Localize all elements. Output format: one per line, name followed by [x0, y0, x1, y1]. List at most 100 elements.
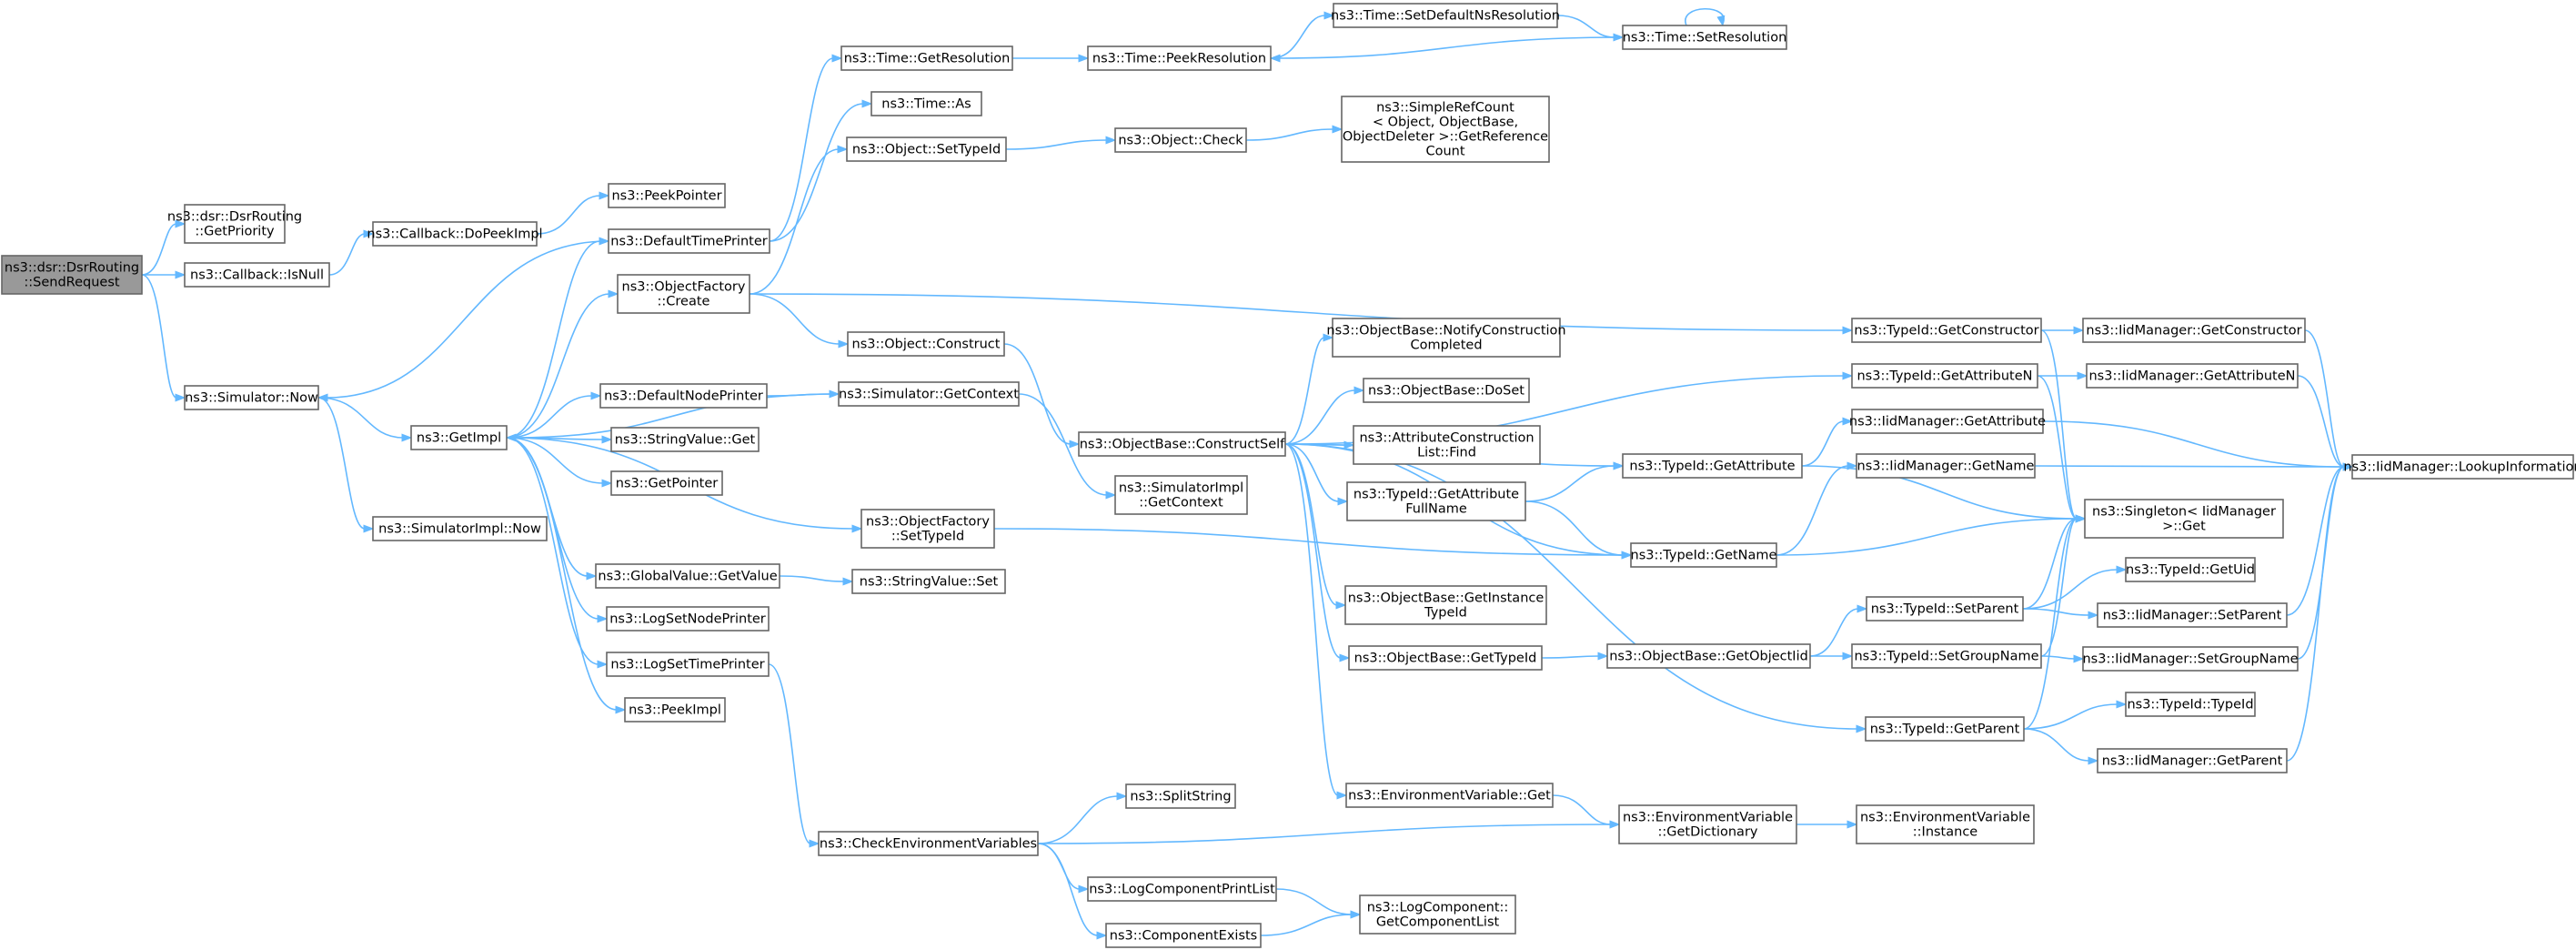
node-time-set-res[interactable]: ns3::Time::SetResolution — [1622, 25, 1787, 50]
node-check-env-vars[interactable]: ns3::CheckEnvironmentVariables — [818, 831, 1039, 856]
node-obj-fact-set-type-id[interactable]: ns3::ObjectFactory::SetTypeId — [860, 509, 995, 549]
node-log-set-time-printer[interactable]: ns3::LogSetTimePrinter — [606, 652, 770, 677]
node-iid-get-attr[interactable]: ns3::IidManager::GetAttribute — [1849, 409, 2046, 434]
node-time-get-res[interactable]: ns3::Time::GetResolution — [840, 45, 1013, 71]
node-obj-base-get-object-iid[interactable]: ns3::ObjectBase::GetObjectIid — [1606, 643, 1811, 669]
edge-line — [2042, 420, 2345, 468]
edge-typeIdGetAttr-to-iidGetAttr — [1801, 417, 1854, 467]
edge-arrowhead — [1613, 461, 1625, 470]
node-obj-base-get-type-id[interactable]: ns3::ObjectBase::GetTypeId — [1348, 645, 1543, 671]
edge-arrowhead — [1846, 820, 1858, 829]
node-peek-pointer[interactable]: ns3::PeekPointer — [608, 183, 726, 208]
node-obj-base-construct-self[interactable]: ns3::ObjectBase::ConstructSelf — [1078, 431, 1286, 457]
edge-arrowhead — [2116, 565, 2128, 574]
node-singleton-get[interactable]: ns3::Singleton< IidManager>::Get — [2084, 499, 2284, 539]
node-log-set-node-printer[interactable]: ns3::LogSetNodePrinter — [606, 606, 770, 632]
node-log-comp-print-list[interactable]: ns3::LogComponentPrintList — [1087, 876, 1277, 902]
edge-envVarGet-to-envVarGetDict — [1552, 794, 1621, 829]
edge-line — [1037, 843, 1099, 936]
edge-arrowhead — [1269, 54, 1281, 63]
node-type-id-type-id[interactable]: ns3::TypeId::TypeId — [2125, 692, 2256, 717]
node-log-comp-get-comp-list[interactable]: ns3::LogComponent::GetComponentList — [1359, 894, 1516, 935]
node-iid-set-group-name[interactable]: ns3::IidManager::SetGroupName — [2082, 646, 2299, 672]
node-box — [1618, 804, 1797, 844]
node-iid-set-parent[interactable]: ns3::IidManager::SetParent — [2097, 602, 2288, 628]
node-str-val-get[interactable]: ns3::StringValue::Get — [610, 427, 760, 452]
node-obj-check[interactable]: ns3::Object::Check — [1114, 127, 1247, 153]
node-type-id-set-parent[interactable]: ns3::TypeId::SetParent — [1866, 596, 2024, 622]
node-simple-ref-count[interactable]: ns3::SimpleRefCount< Object, ObjectBase,… — [1341, 96, 1550, 163]
edge-checkEnvVars-to-splitString — [1037, 792, 1128, 844]
node-type-id-set-group-name[interactable]: ns3::TypeId::SetGroupName — [1851, 643, 2042, 669]
node-type-id-get-uid[interactable]: ns3::TypeId::GetUid — [2125, 557, 2256, 582]
edge-line — [1284, 443, 1340, 502]
node-type-id-get-constructor[interactable]: ns3::TypeId::GetConstructor — [1851, 318, 2042, 343]
node-label: ns3::ObjectFactory — [866, 515, 990, 530]
node-box — [2125, 692, 2256, 717]
node-env-var-get-dict[interactable]: ns3::EnvironmentVariable::GetDictionary — [1618, 804, 1797, 844]
edge-arrowhead — [597, 614, 609, 623]
edge-line — [2022, 608, 2090, 616]
node-box — [1359, 894, 1516, 935]
node-time-as[interactable]: ns3::Time::As — [870, 91, 982, 116]
node-type-id-get-attr[interactable]: ns3::TypeId::GetAttribute — [1622, 453, 1803, 479]
node-box — [1851, 643, 2042, 669]
edge-line — [1776, 465, 1849, 556]
node-sim-impl-get-context[interactable]: ns3::SimulatorImpl::GetContext — [1114, 475, 1248, 515]
node-label: ns3::dsr::DsrRouting — [167, 210, 302, 225]
node-notify-construction[interactable]: ns3::ObjectBase::NotifyConstructionCompl… — [1326, 318, 1566, 358]
node-sim-now[interactable]: ns3::Simulator::Now — [184, 385, 319, 410]
node-is-null[interactable]: ns3::Callback::IsNull — [184, 262, 330, 288]
node-box — [851, 569, 1006, 594]
node-split-string[interactable]: ns3::SplitString — [1125, 783, 1236, 809]
node-time-peek-res[interactable]: ns3::Time::PeekResolution — [1087, 45, 1272, 71]
node-obj-construct[interactable]: ns3::Object::Construct — [847, 331, 1005, 357]
node-env-var-get[interactable]: ns3::EnvironmentVariable::Get — [1345, 783, 1554, 808]
node-peek-impl[interactable]: ns3::PeekImpl — [624, 697, 726, 723]
node-obj-fact-create[interactable]: ns3::ObjectFactory::Create — [617, 274, 750, 314]
node-label: ns3::IidManager::GetName — [1857, 460, 2035, 474]
edge-line — [1524, 500, 1624, 556]
node-label: ns3::TypeId::GetConstructor — [1854, 324, 2038, 339]
edge-line — [749, 293, 840, 345]
node-box — [1087, 876, 1277, 902]
edge-line — [536, 195, 601, 235]
edge-arrowhead — [1078, 884, 1090, 894]
node-sim-impl-now[interactable]: ns3::SimulatorImpl::Now — [372, 516, 548, 541]
node-label: ns3::IidManager::LookupInformation — [2343, 460, 2576, 475]
node-type-id-get-parent[interactable]: ns3::TypeId::GetParent — [1865, 716, 2025, 742]
node-box — [1606, 643, 1811, 669]
node-def-time-printer[interactable]: ns3::DefaultTimePrinter — [608, 228, 770, 254]
node-root[interactable]: ns3::dsr::DsrRouting::SendRequest — [1, 255, 143, 295]
node-global-get-value[interactable]: ns3::GlobalValue::GetValue — [595, 563, 780, 589]
node-obj-set-type-id[interactable]: ns3::Object::SetTypeId — [846, 136, 1007, 162]
node-iid-get-constructor[interactable]: ns3::IidManager::GetConstructor — [2082, 318, 2306, 343]
node-type-id-get-attr-n[interactable]: ns3::TypeId::GetAttributeN — [1851, 363, 2038, 389]
node-sim-get-context[interactable]: ns3::Simulator::GetContext — [838, 381, 1020, 407]
node-iid-get-attr-n[interactable]: ns3::IidManager::GetAttributeN — [2086, 363, 2299, 389]
node-do-set[interactable]: ns3::ObjectBase::DoSet — [1363, 378, 1530, 403]
node-label: ns3::Singleton< IidManager — [2092, 505, 2276, 520]
edge-logSetTimePrinter-to-checkEnvVars — [768, 663, 820, 848]
edge-timeGetRes-to-timePeekRes — [1012, 54, 1090, 63]
node-get-pointer[interactable]: ns3::GetPointer — [610, 470, 723, 496]
node-def-node-printer[interactable]: ns3::DefaultNodePrinter — [599, 383, 768, 409]
edge-arrowhead — [1856, 724, 1867, 733]
node-label: ns3::TypeId::GetAttributeN — [1857, 369, 2032, 384]
node-get-priority[interactable]: ns3::dsr::DsrRouting::GetPriority — [167, 204, 302, 244]
node-get-impl[interactable]: ns3::GetImpl — [410, 425, 508, 450]
node-type-id-get-name[interactable]: ns3::TypeId::GetName — [1630, 542, 1777, 568]
edge-line — [1278, 36, 1624, 59]
node-iid-get-parent[interactable]: ns3::IidManager::GetParent — [2097, 748, 2288, 773]
node-iid-lookup-info[interactable]: ns3::IidManager::LookupInformation — [2343, 454, 2576, 480]
node-comp-exists[interactable]: ns3::ComponentExists — [1105, 923, 1262, 948]
node-iid-get-name[interactable]: ns3::IidManager::GetName — [1856, 453, 2036, 479]
node-env-var-instance[interactable]: ns3::EnvironmentVariable::Instance — [1856, 804, 2035, 844]
node-label: ns3::SimulatorImpl — [1119, 481, 1243, 496]
node-do-peek-impl[interactable]: ns3::Callback::DoPeekImpl — [367, 221, 543, 247]
node-str-val-set[interactable]: ns3::StringValue::Set — [851, 569, 1006, 594]
node-time-set-def-ns-res[interactable]: ns3::Time::SetDefaultNsResolution — [1331, 3, 1560, 28]
